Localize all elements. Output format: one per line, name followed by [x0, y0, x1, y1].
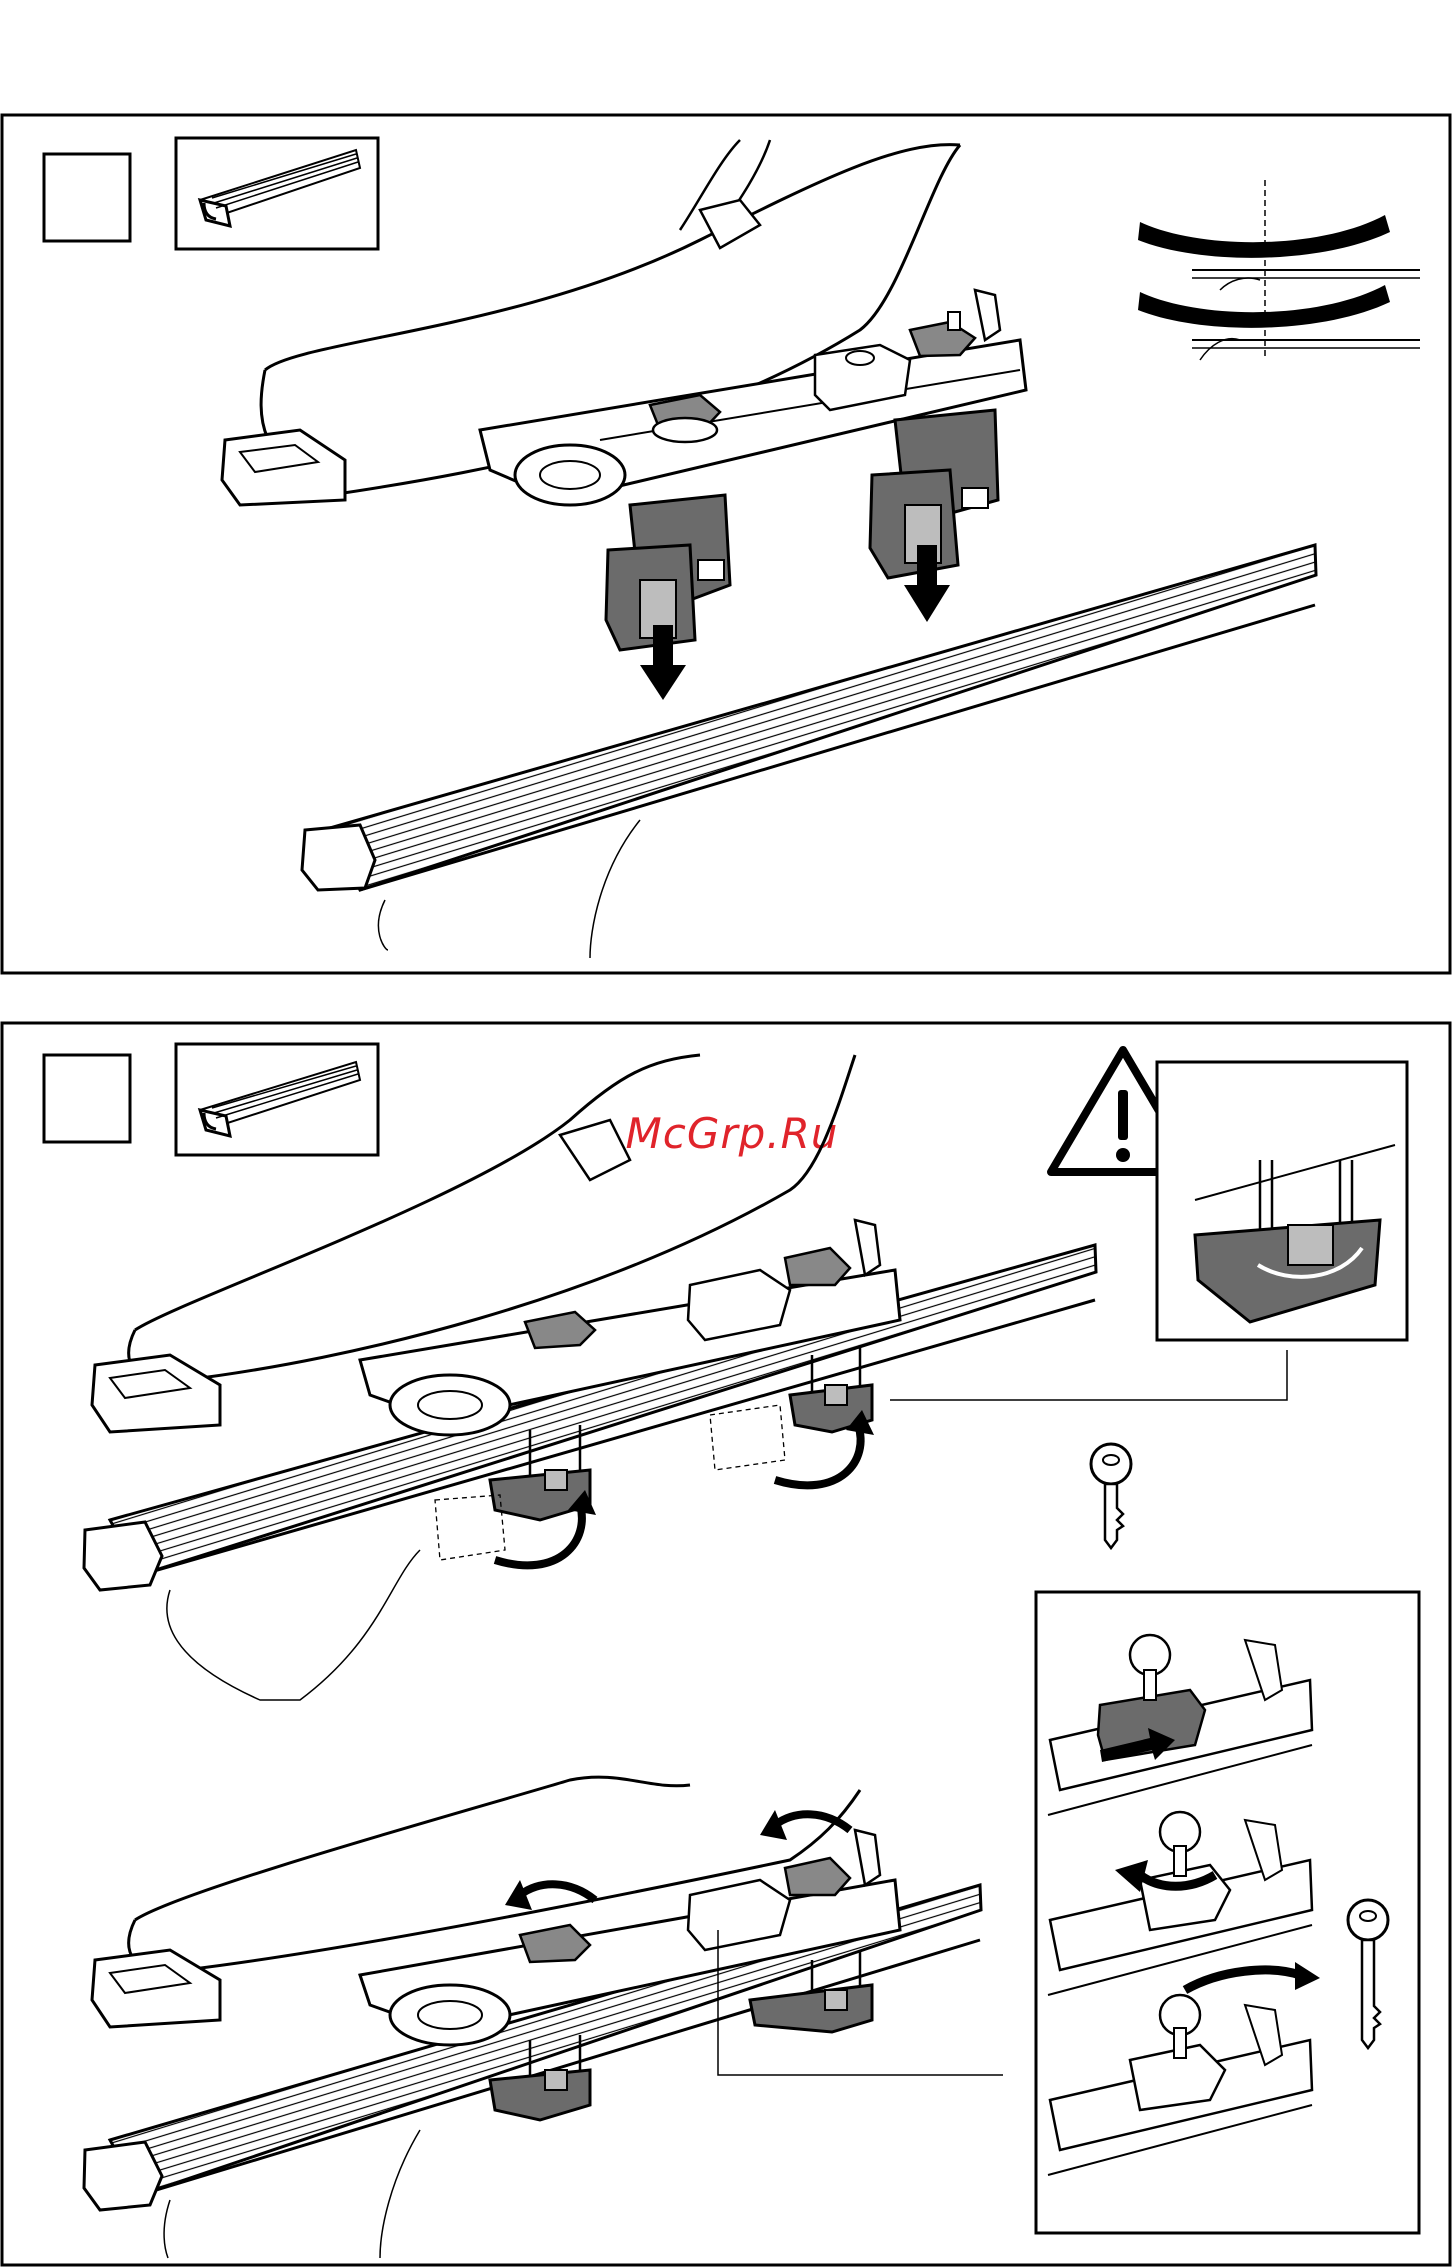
step-number-box [44, 154, 130, 241]
bar-profile-icon [176, 138, 378, 249]
panel-step-2: McGrp.Ru [2, 1023, 1450, 2265]
watermark: McGrp.Ru [626, 1109, 839, 1158]
lock-sequence [1036, 1592, 1419, 2233]
knob [650, 395, 720, 442]
step-number-box [44, 1055, 130, 1142]
bar-profile-icon [176, 1044, 378, 1155]
panel-step-1 [2, 115, 1450, 973]
